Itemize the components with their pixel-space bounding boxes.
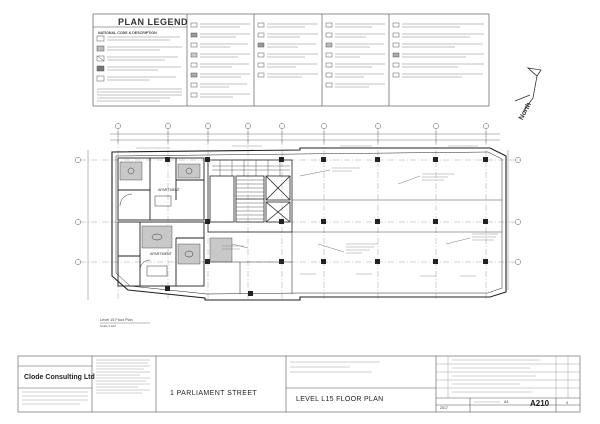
- plan-scale: Scale 1:100: [100, 324, 116, 328]
- revision-number: 3: [566, 401, 568, 405]
- room-label-apartment-1: APARTMENT: [158, 188, 180, 192]
- title-block: [17, 355, 581, 413]
- plan-caption: Level 15 Floor Plan: [100, 318, 133, 322]
- plan-legend: [92, 13, 490, 107]
- legend-subtitle: NATIONAL CODE & DESCRIPTION: [98, 31, 157, 35]
- legend-frame: [92, 13, 490, 107]
- legend-title: PLAN LEGEND: [118, 17, 189, 27]
- firm-name: Clode Consulting Ltd: [24, 374, 95, 381]
- grid-bubbles: [75, 123, 521, 265]
- title-block-fine-print: [22, 359, 540, 405]
- legend-fine-print: [97, 23, 484, 102]
- annotation-fine-print: [136, 145, 498, 277]
- room-label-apartment-2: APARTMENT: [150, 252, 172, 256]
- open-floor-lines: [208, 199, 502, 294]
- revision-table: [436, 356, 580, 398]
- north-arrow-icon: [514, 67, 542, 113]
- sheet-size: A3: [504, 400, 509, 404]
- structural-columns: [165, 157, 488, 296]
- apartment-walls: [117, 157, 205, 287]
- drawing-number: A210: [530, 399, 550, 408]
- hatched-zones: [119, 161, 233, 265]
- dimension-strings: [87, 131, 509, 300]
- drawing-title: LEVEL L15 FLOOR PLAN: [296, 396, 384, 403]
- floor-plan: [111, 147, 507, 301]
- fixtures: [119, 167, 194, 277]
- legend-swatches: [96, 22, 400, 98]
- date-value: 2017: [440, 406, 448, 410]
- stair-treads: [212, 160, 290, 220]
- project-title: 1 PARLIAMENT STREET: [170, 390, 258, 397]
- annotation-leaders: [231, 169, 471, 253]
